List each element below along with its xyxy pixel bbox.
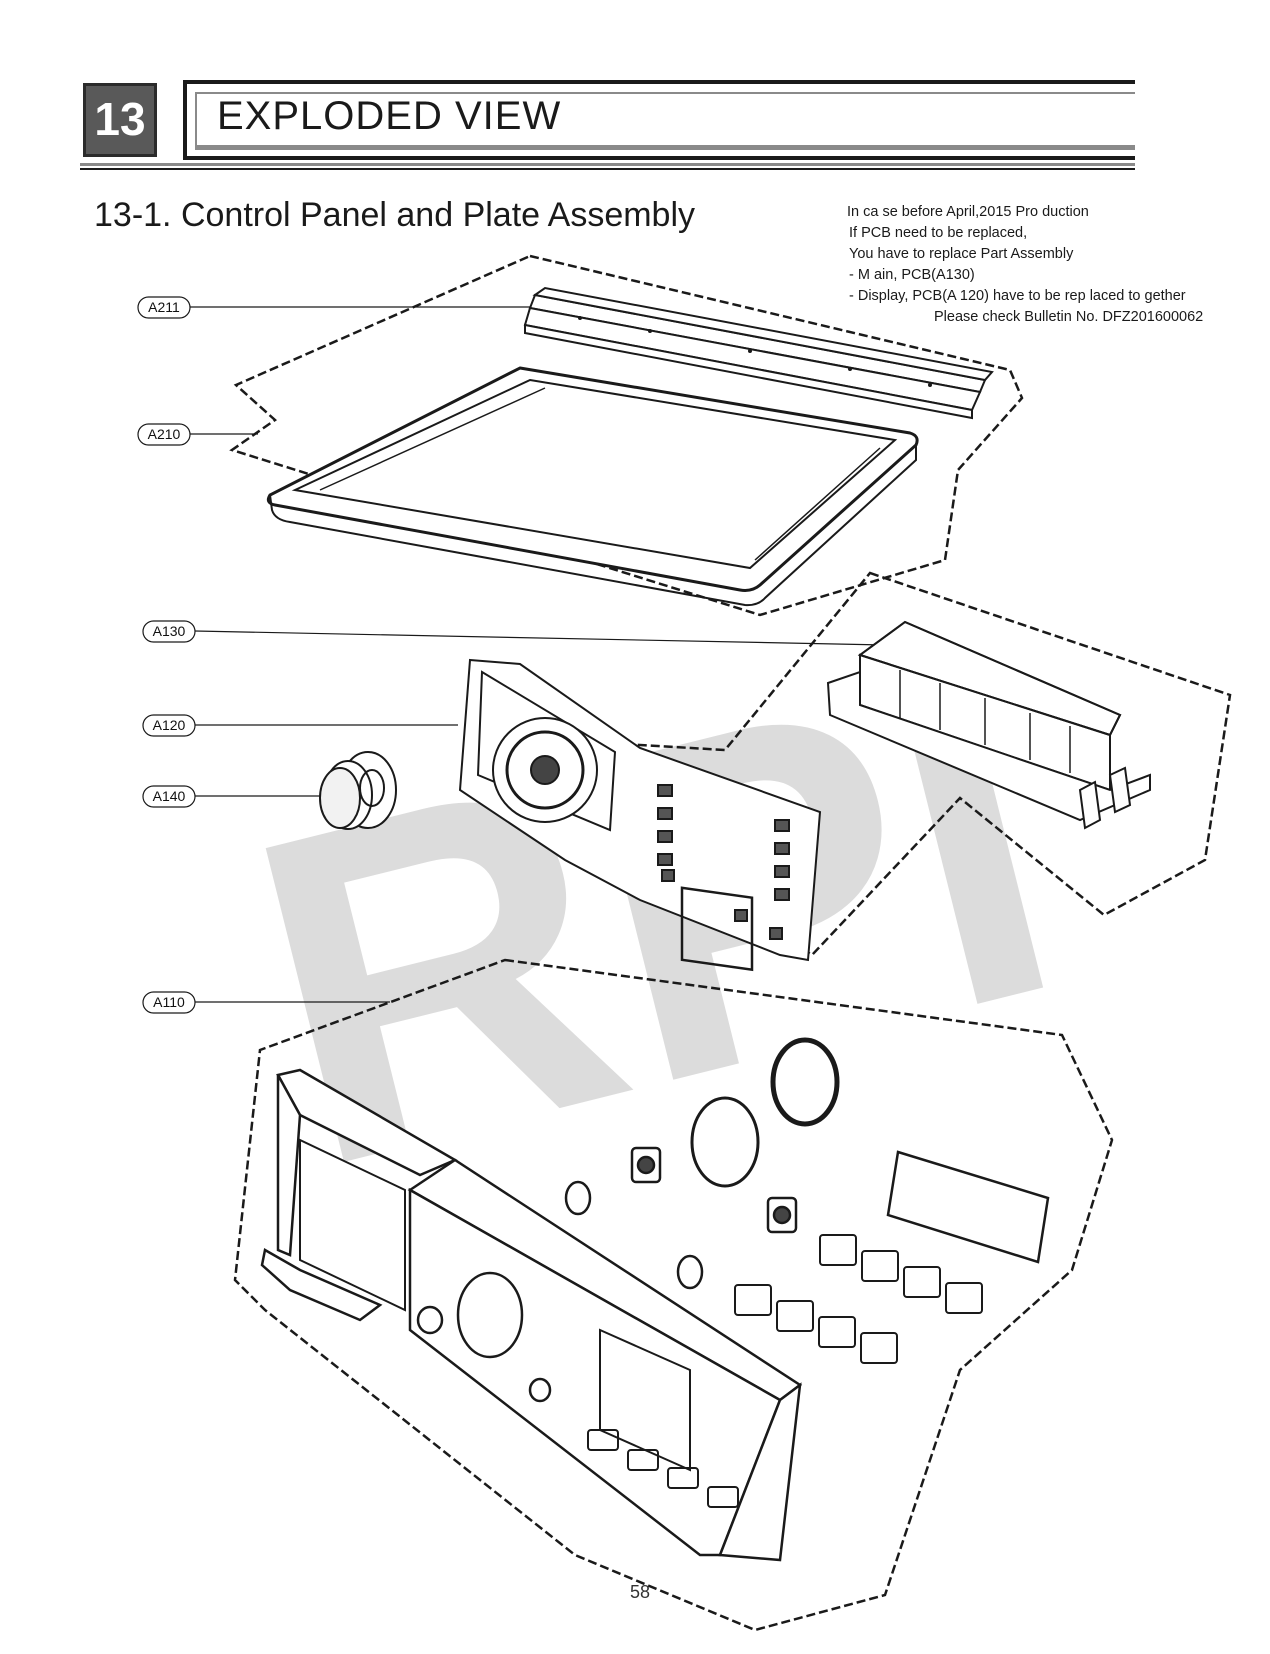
note-line-5: - Display, PCB(A 120) have to be rep lac… — [849, 288, 1186, 304]
group-outline-top-plate — [229, 254, 1024, 617]
callout-a140-label: A140 — [153, 788, 186, 804]
callout-a130-label: A130 — [153, 623, 186, 639]
callout-a140[interactable]: A140 — [142, 785, 330, 808]
callout-a110-label: A110 — [153, 994, 185, 1010]
part-a110-control-panel[interactable] — [260, 1037, 1050, 1562]
note-line-6: Please check Bulletin No. DFZ201600062 — [934, 309, 1204, 325]
callout-a210[interactable]: A210 — [137, 423, 258, 446]
part-a210-top-plate[interactable] — [266, 366, 919, 607]
callout-a120-label: A120 — [153, 717, 186, 733]
section-title-bar: EXPLODED VIEW — [183, 80, 1135, 160]
section-title-frame — [195, 92, 1135, 150]
header-rule-black — [80, 168, 1135, 170]
note-line-3: You have to replace Part Assembly — [849, 246, 1074, 262]
callout-a130[interactable]: A130 — [142, 620, 886, 646]
part-a211-bracket[interactable] — [523, 286, 994, 420]
note-line-2: If PCB need to be replaced, — [849, 225, 1028, 241]
section-title: EXPLODED VIEW — [217, 94, 562, 138]
group-outline-pcb — [465, 571, 1232, 957]
group-outline-control-panel — [233, 958, 1114, 1632]
note-line-1: In ca se before April,2015 Pro duction — [847, 204, 1089, 220]
page-subtitle: 13-1. Control Panel and Plate Assembly — [94, 196, 696, 234]
callout-a120[interactable]: A120 — [142, 714, 458, 737]
pcb-replacement-note: In ca se before April,2015 Pro duction I… — [844, 202, 1203, 328]
header-rule-grey — [80, 163, 1135, 166]
callout-a110[interactable]: A110 — [142, 991, 390, 1014]
part-a120-display-pcb[interactable] — [458, 658, 822, 972]
callout-a210-label: A210 — [148, 426, 181, 442]
part-a130-main-pcb[interactable] — [826, 620, 1151, 830]
callout-a211[interactable]: A211 — [137, 296, 545, 319]
callout-a211-label: A211 — [148, 299, 180, 315]
part-a140-knob[interactable] — [319, 751, 397, 830]
page-number: 58 — [629, 1582, 651, 1602]
note-line-4: - M ain, PCB(A130) — [849, 267, 975, 283]
section-number-badge: 13 — [83, 83, 157, 157]
